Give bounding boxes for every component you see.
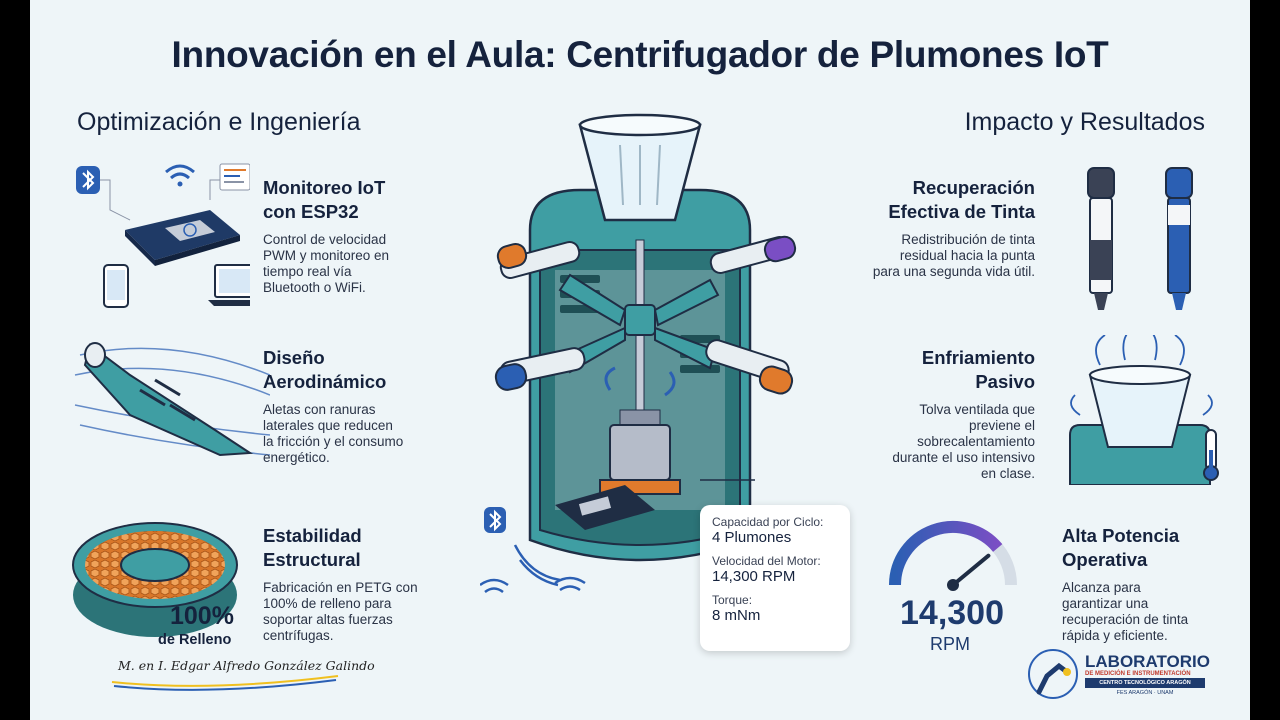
specs-card: Capacidad por Ciclo: 4 Plumones Velocida…	[700, 505, 850, 651]
hopper-icon	[1088, 365, 1192, 448]
right-section-heading: Impacto y Resultados	[964, 108, 1205, 136]
marker-orange-right	[705, 339, 794, 395]
aerodynamic-fin-illustration	[74, 342, 270, 457]
infographic-canvas: Innovación en el Aula: Centrifugador de …	[30, 0, 1250, 720]
left-section-heading: Optimización e Ingeniería	[77, 108, 361, 136]
iot-devices-illustration	[76, 163, 250, 308]
wifi-icon	[165, 164, 195, 187]
feature-structure-title: Estabilidad Estructural	[263, 525, 362, 570]
rpm-unit: RPM	[930, 634, 970, 654]
esp32-module-icon	[555, 485, 655, 530]
hopper-icon	[578, 113, 702, 222]
fin-icon	[83, 342, 254, 457]
esp32-board-icon	[125, 210, 240, 266]
lab-center-name: CENTRO TECNOLÓGICO ARAGÓN	[1085, 678, 1205, 688]
marker-blue-icon	[1165, 167, 1193, 310]
page-title: Innovación en el Aula: Centrifugador de …	[171, 34, 1109, 75]
smartphone-icon	[103, 264, 129, 308]
bluetooth-icon	[76, 166, 100, 194]
center-connectivity-icons	[480, 507, 586, 594]
thermometer-icon	[1203, 429, 1219, 481]
lab-robot-arm-icon	[1028, 649, 1078, 699]
rpm-value: 14,300	[900, 594, 1004, 632]
lab-title: LABORATORIO	[1085, 652, 1210, 671]
infill-ring-illustration	[72, 522, 238, 637]
centrifuge-illustration	[494, 113, 797, 562]
infill-percent: 100%	[170, 602, 234, 630]
spec-value: 8 mNm	[712, 607, 761, 624]
signature-underline	[111, 675, 339, 691]
feature-iot-title: Monitoreo IoT con ESP32	[263, 177, 386, 222]
marker-purple-right	[709, 235, 797, 274]
spec-label: Velocidad del Motor:	[712, 554, 821, 568]
bluetooth-icon	[484, 507, 506, 533]
code-panel-icon	[219, 163, 250, 191]
marker-blue-left	[494, 347, 586, 391]
rpm-gauge	[889, 520, 1017, 591]
feature-power-title: Alta Potencia Operativa	[1062, 525, 1180, 570]
marker-black-icon	[1087, 167, 1115, 310]
cooling-hopper-illustration	[1069, 335, 1219, 485]
markers-illustration	[1087, 167, 1193, 310]
lab-institution: FES ARAGÓN · UNAM	[1116, 690, 1174, 696]
marker-orange-left	[496, 241, 581, 279]
feature-cooling-title: Enfriamiento Pasivo	[921, 347, 1035, 392]
laptop-icon	[208, 264, 250, 306]
infill-label: de Relleno	[158, 632, 232, 648]
lab-subtitle: DE MEDICIÓN E INSTRUMENTACIÓN	[1085, 671, 1191, 677]
feature-ink-title: Recuperación Efectiva de Tinta	[888, 177, 1035, 222]
gauge-needle	[951, 553, 991, 587]
spec-value: 14,300 RPM	[712, 568, 796, 585]
rotation-arrows-icon	[604, 366, 676, 397]
signature: M. en I. Edgar Alfredo González Galindo	[118, 658, 375, 673]
spec-label: Torque:	[712, 593, 753, 607]
spec-label: Capacidad por Ciclo:	[712, 515, 824, 529]
wifi-icon	[480, 544, 586, 594]
spec-value: 4 Plumones	[712, 529, 792, 546]
feature-aero-title: Diseño Aerodinámico	[263, 347, 387, 392]
